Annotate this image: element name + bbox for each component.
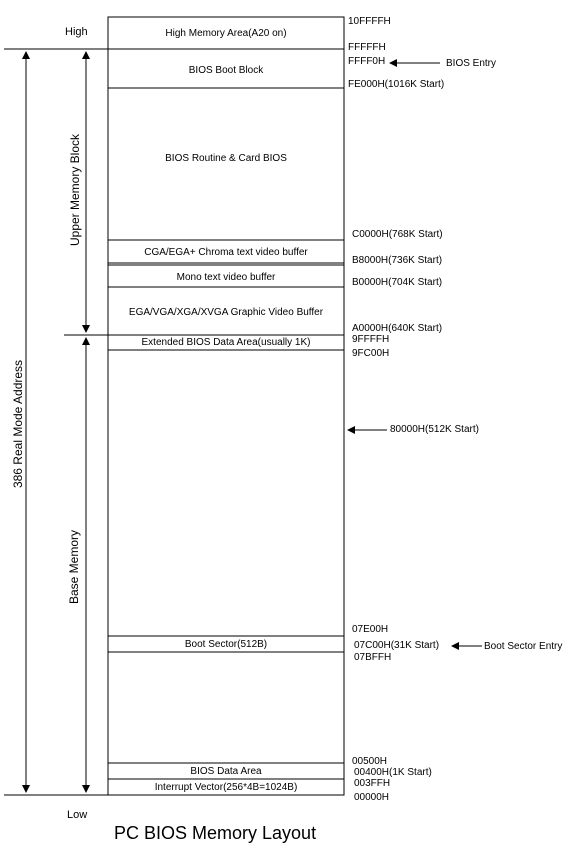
address-003ffh: 003FFH [354,778,391,789]
segment-ivt: Interrupt Vector(256*4B=1024B) [154,782,298,793]
upper-memory-block-label: Upper Memory Block [68,133,82,247]
address-fe000h: FE000H(1016K Start) [348,79,445,90]
memory-column [107,16,345,796]
segment-boot-block: BIOS Boot Block [188,65,264,76]
dimension-guides [4,48,108,796]
address-fffffh: FFFFFH [348,42,386,53]
segment-bda: BIOS Data Area [190,766,262,777]
address-00000h: 00000H [354,792,390,803]
base-memory-label: Base Memory [67,529,81,605]
page-title: PC BIOS Memory Layout [114,823,317,843]
bios-entry-label: BIOS Entry [446,58,497,69]
segment-ebda: Extended BIOS Data Area(usually 1K) [141,337,311,348]
low-label: Low [67,809,88,821]
address-80000h: 80000H(512K Start) [390,424,479,435]
address-00500h: 00500H [352,756,388,767]
address-10ffffh: 10FFFFH [348,16,391,27]
segment-hma: High Memory Area(A20 on) [165,28,287,39]
boot-sector-entry-label: Boot Sector Entry [484,641,563,652]
segment-boot-sector: Boot Sector(512B) [184,639,268,650]
address-b0000h: B0000H(704K Start) [352,277,443,288]
address-ffff0h: FFFF0H [348,56,386,67]
segment-bios-routine: BIOS Routine & Card BIOS [165,153,287,164]
address-b8000h: B8000H(736K Start) [352,255,443,266]
segment-cga-buffer: CGA/EGA+ Chroma text video buffer [144,247,308,258]
segment-dividers [108,48,344,780]
address-a0000h: A0000H(640K Start) [352,323,443,334]
high-label: High [65,26,88,38]
address-c0000h: C0000H(768K Start) [352,229,443,240]
segment-mono-buffer: Mono text video buffer [176,272,276,283]
segment-ega-buffer: EGA/VGA/XGA/XVGA Graphic Video Buffer [128,307,324,318]
address-9fc00h: 9FC00H [352,348,390,359]
address-07c00h: 07C00H(31K Start) [354,640,440,651]
address-07bffh: 07BFFH [354,652,392,663]
real-mode-address-label: 386 Real Mode Address [11,359,25,489]
address-00400h: 00400H(1K Start) [354,767,432,778]
address-9ffffh: 9FFFFH [352,334,390,345]
address-07e00h: 07E00H [352,624,389,635]
